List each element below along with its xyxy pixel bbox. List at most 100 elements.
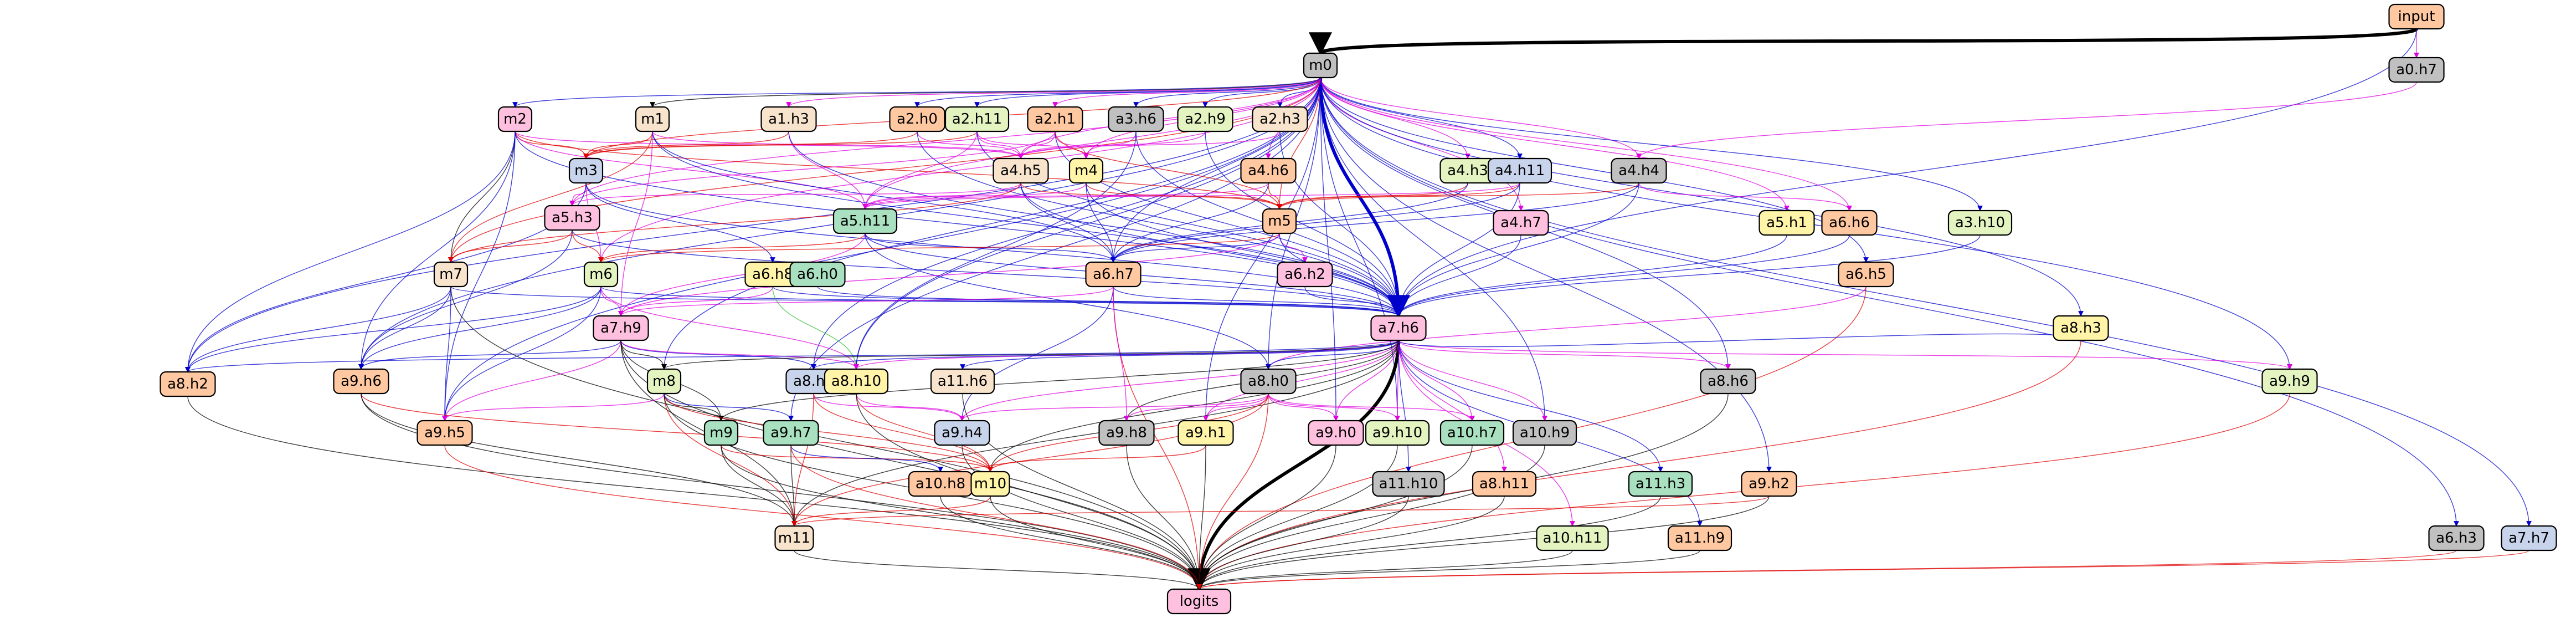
node-label: a8.h11 [1479,476,1529,492]
node-box [1308,420,1364,446]
edge-a7-h6-to-m9 [718,340,1399,421]
node-box [1372,471,1445,497]
edge-a5-h3-to-a7-h6 [572,229,1401,316]
edge-a2-h0-to-a4-h5 [917,131,1024,159]
node-box [1370,315,1427,341]
edge-m5-to-a6-h7 [1110,233,1280,263]
edge-m0-to-a10-h9 [1320,77,1547,421]
node-label: a2.h1 [1035,111,1076,127]
edge-m0-to-a8-h2 [185,77,1321,372]
node-label: a9.h4 [942,425,983,441]
edge-m0-to-a3-h6 [1133,77,1321,108]
node-label: a11.h9 [1675,530,1725,547]
node-box [1947,210,2013,236]
node-a11-h10: a11.h10 [1372,471,1445,497]
edge-a4-h5-to-a5-h11 [862,182,1021,210]
edge-a11-h9-to-logits [1196,550,1700,590]
node-a9-h0: a9.h0 [1308,420,1364,446]
node-a1-h3: a1.h3 [760,106,817,132]
edge-m9-to-logits [721,445,1202,590]
node-a4-h4: a4.h4 [1611,157,1667,184]
node-label: m8 [652,373,676,390]
node-a4-h7: a4.h7 [1493,210,1549,236]
node-box [1085,261,1142,288]
edge-a7-h9-to-a8-h10 [620,340,859,370]
edge-m11-to-logits [794,550,1202,590]
edge-a4-h5-to-a7-h6 [1020,182,1401,316]
edge-a8-h0-to-a9-h0 [1268,393,1339,421]
node-m11: m11 [774,525,814,551]
edge-a7-h6-to-m10 [988,340,1399,472]
edge-a1-h3-to-m3 [583,131,789,159]
node-box [1252,106,1308,132]
node-a6-h6: a6.h6 [1821,210,1878,236]
edge-a9-h0-to-logits [1196,445,1336,590]
edge-a2-h0-to-a7-h6 [917,131,1401,316]
node-m3: m3 [568,157,604,184]
node-box [1108,106,1164,132]
node-box [1439,420,1505,446]
edge-m4-to-a7-h6 [1086,182,1401,316]
node-m0: m0 [1303,52,1338,79]
edge-a3-h10-to-a7-h6 [1396,234,1981,316]
edge-m1-to-m3 [583,131,653,159]
node-box [1741,471,1797,497]
edge-a8-h3-to-logits [1196,340,2081,590]
node-a9-h10: a9.h10 [1365,420,1430,446]
node-a8-h11: a8.h11 [1472,471,1537,497]
edge-m0-to-a9-h1 [1203,77,1321,421]
node-label: input [2398,8,2435,25]
node-label: a5.h1 [1766,214,1807,231]
node-box [544,205,600,231]
node-label: a8.h3 [2060,320,2101,336]
node-label: m10 [974,476,1006,492]
node-a7-h9: a7.h9 [593,315,649,341]
node-label: a5.h3 [552,210,593,226]
edge-m2-to-a8-h2 [185,131,516,372]
node-box [646,368,682,395]
node-box [1700,368,1756,395]
edge-a4-h7-to-a7-h6 [1396,234,1521,316]
edge-m8-to-m11 [664,393,797,527]
node-a6-h3: a6.h3 [2428,525,2485,551]
node-a6-h8: a6.h8 [744,261,801,288]
node-label: a6.h0 [797,266,838,283]
edge-m0-to-a8-h9 [811,77,1321,370]
node-label: a5.h11 [840,213,890,229]
node-a5-h3: a5.h3 [544,205,600,231]
edge-m5-to-m6 [598,233,1280,263]
node-a11-h6: a11.h6 [930,368,995,395]
node-label: a9.h1 [1185,425,1226,441]
edge-m0-to-a5-h3 [569,77,1321,206]
node-box [1240,368,1297,395]
node-label: a11.h3 [1636,476,1685,492]
edge-m0-to-m1 [650,77,1321,108]
node-label: a6.h7 [1093,266,1134,283]
edge-a2-h11-to-a5-h11 [862,131,978,210]
edge-a5-h3-to-m6 [572,229,604,263]
edge-m0-to-a4-h7 [1320,77,1524,211]
edge-a10-h7-to-logits [1196,445,1473,590]
edge-a9-h6-to-m10 [361,393,993,472]
node-box [1493,210,1549,236]
node-label: a4.h4 [1618,162,1659,179]
edge-m8-to-m9 [664,393,724,421]
edge-m8-to-a9-h5 [442,393,665,421]
node-a9-h2: a9.h2 [1741,471,1797,497]
node-a4-h6: a4.h6 [1240,157,1297,184]
node-box [568,157,604,184]
node-a5-h11: a5.h11 [832,208,898,234]
edge-a7-h9-to-m8 [620,340,667,370]
edge-a4-h6-to-a6-h7 [1110,182,1269,263]
node-m2: m2 [497,106,533,132]
edge-m0-to-a2-h1 [1052,77,1321,108]
edge-m2-to-a9-h5 [442,131,516,421]
edge-a6-h8-to-a8-h10 [772,286,859,370]
node-box [934,420,990,446]
edge-m0-to-a9-h10 [1320,77,1400,421]
edge-a8-h9-to-m10 [813,393,993,472]
node-box [763,420,819,446]
node-logits: logits [1166,588,1232,615]
edge-m3-to-a6-h8 [585,182,775,263]
node-box [583,261,619,288]
